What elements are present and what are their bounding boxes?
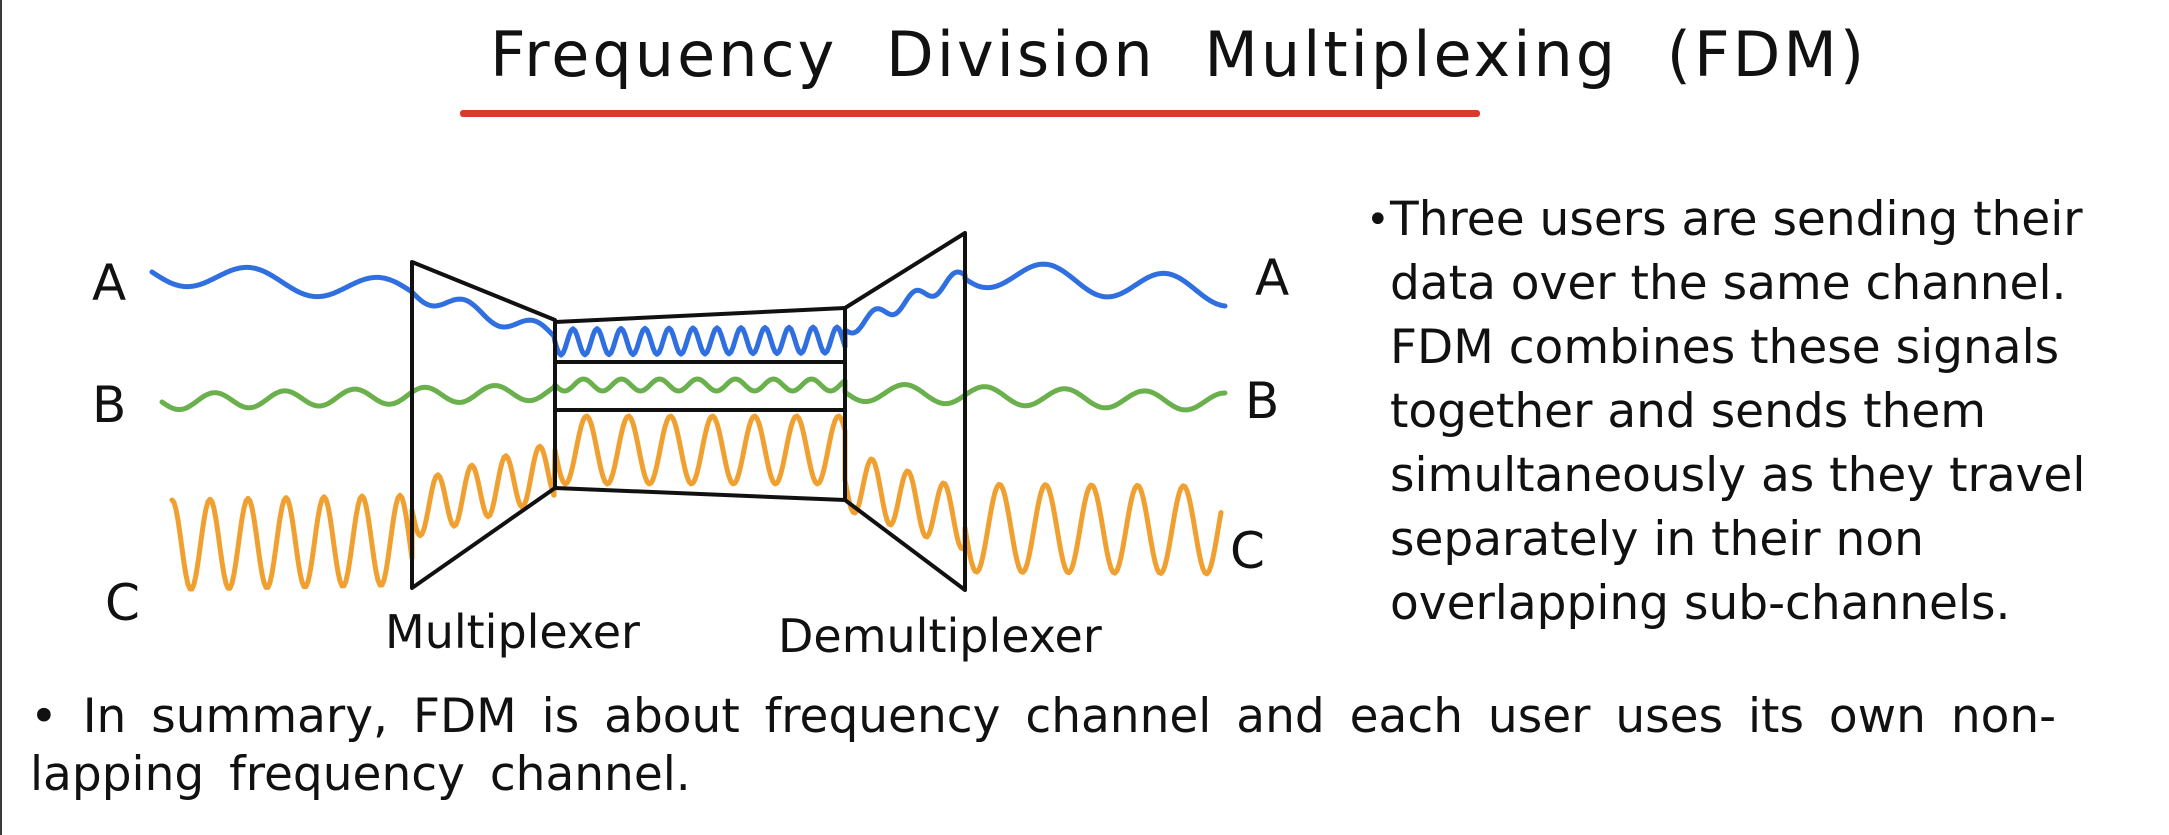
output-label-b: B: [1245, 372, 1279, 430]
output-label-a: A: [1255, 249, 1289, 307]
multiplexer-shape: [410, 260, 557, 590]
shared-channel: [553, 306, 847, 502]
signal-b-wave: [159, 376, 1228, 413]
explanation-note: • Three users are sending their data ove…: [1366, 188, 2155, 636]
output-label-c: C: [1230, 522, 1265, 580]
note-text: Three users are sending their data over …: [1390, 192, 2086, 631]
diagram-title: Frequency Division Multiplexing (FDM): [490, 18, 1868, 91]
demultiplexer-shape: [843, 231, 967, 592]
title-underline: [460, 110, 1480, 117]
note-bullet: •: [1366, 197, 1390, 243]
input-label-a: A: [92, 254, 126, 312]
signal-c-wave: [169, 413, 1224, 592]
signal-a-wave: [149, 261, 1228, 358]
summary-bullet: •: [30, 689, 58, 744]
summary-text: In summary, FDM is about frequency chann…: [30, 689, 2057, 802]
demultiplexer-label: Demultiplexer: [778, 609, 1102, 663]
left-edge-rule: [0, 0, 2, 835]
input-label-b: B: [92, 376, 126, 434]
summary-note: • In summary, FDM is about frequency cha…: [30, 688, 2130, 804]
input-label-c: C: [105, 574, 140, 632]
multiplexer-label: Multiplexer: [385, 605, 640, 659]
